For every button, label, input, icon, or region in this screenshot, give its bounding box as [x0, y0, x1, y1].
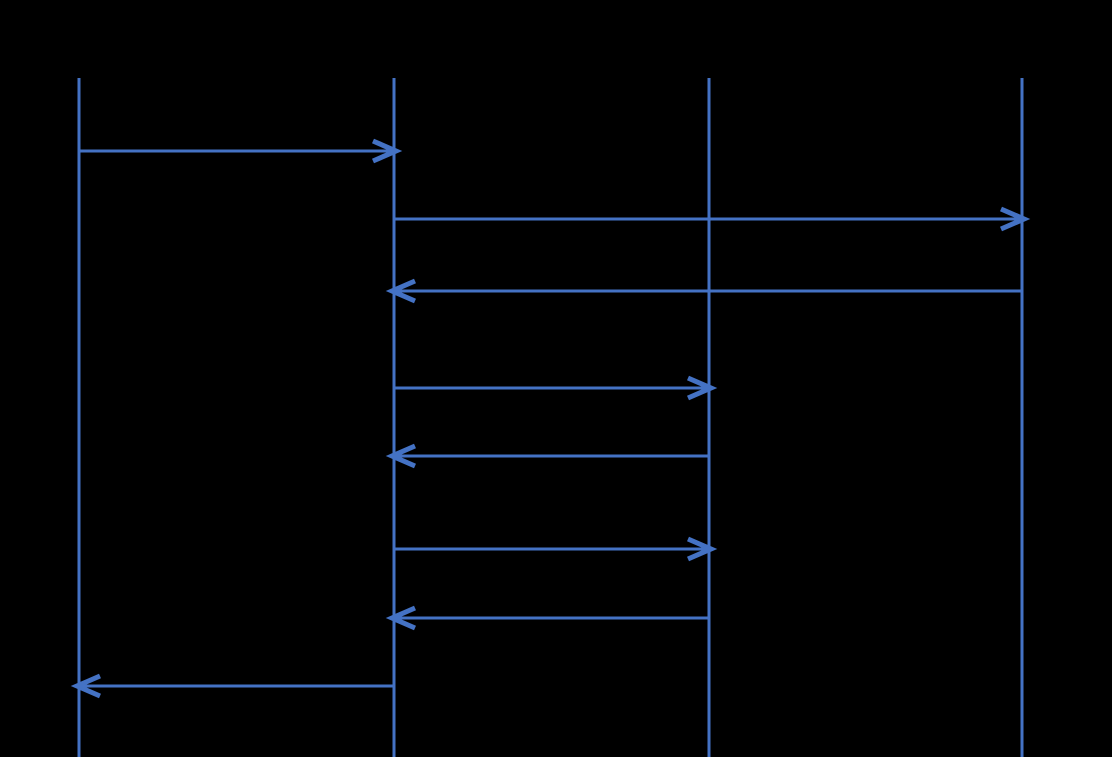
message-5	[385, 443, 709, 469]
message-7	[385, 605, 709, 631]
message-1	[79, 138, 403, 164]
messages-layer	[70, 138, 1031, 699]
lifelines-layer	[77, 78, 1024, 757]
message-6-arrowhead-icon	[687, 536, 718, 562]
message-7-arrowhead-icon	[385, 605, 416, 631]
message-8	[70, 673, 394, 699]
message-3-arrowhead-icon	[385, 278, 416, 304]
message-4	[394, 375, 718, 401]
message-1-arrowhead-icon	[372, 138, 403, 164]
message-6	[394, 536, 718, 562]
message-3	[385, 278, 1022, 304]
message-5-arrowhead-icon	[385, 443, 416, 469]
message-2	[394, 206, 1031, 232]
message-4-arrowhead-icon	[687, 375, 718, 401]
message-8-arrowhead-icon	[70, 673, 101, 699]
message-2-arrowhead-icon	[1000, 206, 1031, 232]
